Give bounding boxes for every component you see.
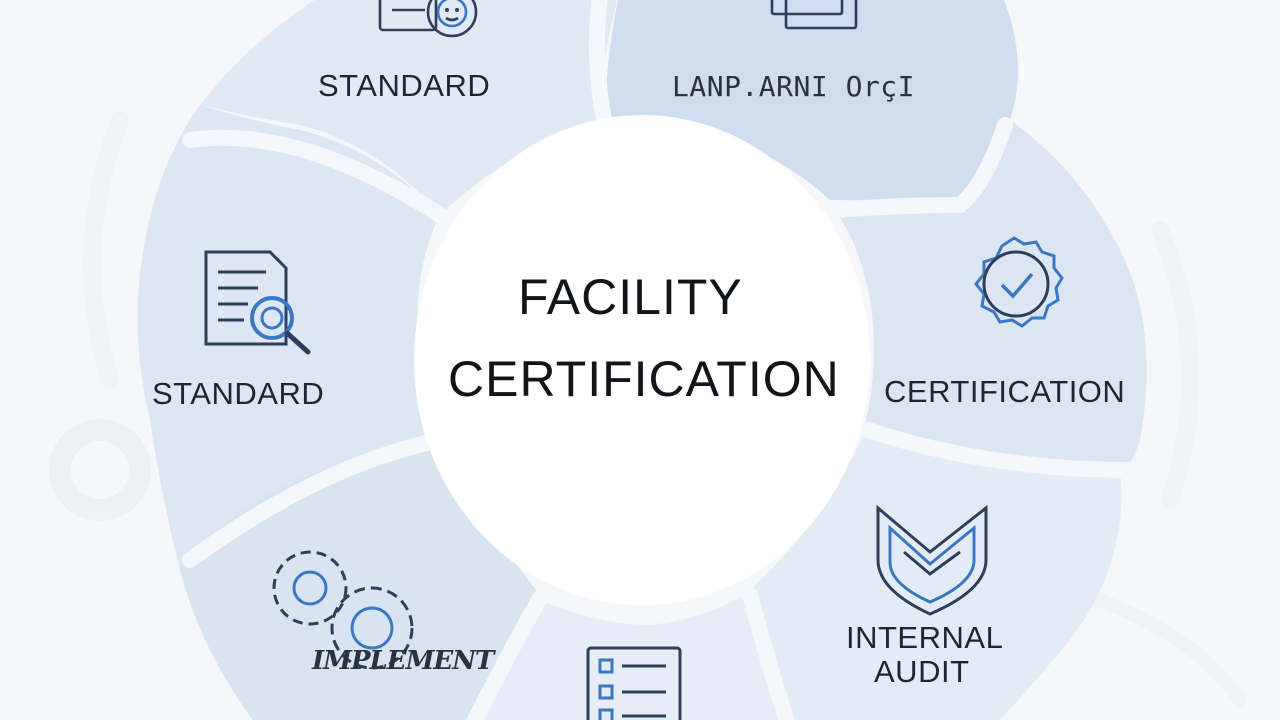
stacked-documents-icon xyxy=(770,0,858,30)
segment-label-bottom-right-line2: AUDIT xyxy=(874,654,970,689)
center-hub[interactable] xyxy=(414,115,870,605)
gears-icon xyxy=(272,550,414,670)
background-decoration xyxy=(49,111,1247,707)
segment-dividers xyxy=(182,0,1138,720)
segment-top-right[interactable] xyxy=(605,0,1018,205)
shield-icon xyxy=(876,504,988,616)
segment-bottom[interactable] xyxy=(470,595,790,720)
segment-label-bottom-left: IMPLEMENT xyxy=(312,646,494,676)
document-search-icon xyxy=(204,250,311,355)
center-title-line2: CERTIFICATION xyxy=(448,351,840,407)
document-gear-icon xyxy=(378,0,478,38)
badge-check-icon xyxy=(974,236,1064,328)
segment-label-left: STANDARD xyxy=(152,376,325,411)
segment-top-left[interactable] xyxy=(200,0,620,215)
checklist-icon xyxy=(586,646,682,720)
segment-label-right: CERTIFICATION xyxy=(884,374,1126,409)
segment-bottom-right[interactable] xyxy=(750,430,1122,720)
segment-label-bottom-right-line1: INTERNAL xyxy=(846,620,1004,655)
segment-label-top-right: LANP.ARNI OrçI xyxy=(672,70,916,103)
segment-label-top-left: STANDARD xyxy=(318,68,491,103)
center-title-line1: FACILITY xyxy=(518,269,743,325)
